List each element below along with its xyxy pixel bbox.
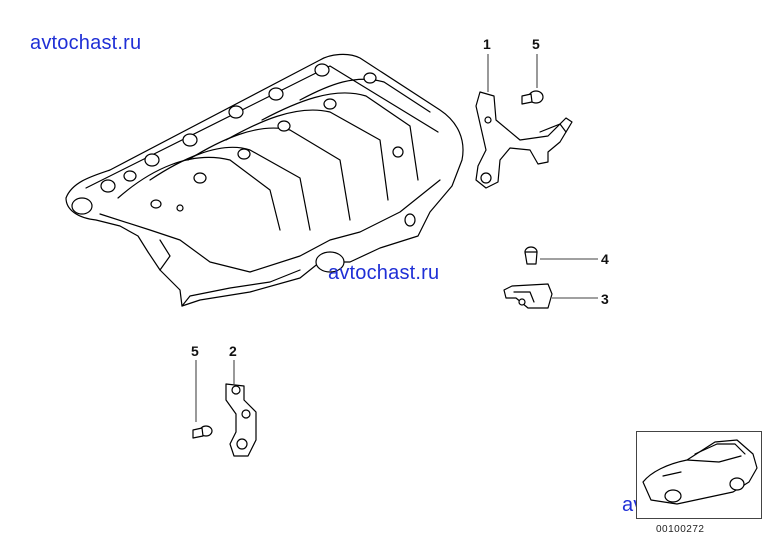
car-silhouette-icon	[642, 439, 758, 505]
callout-3: 3	[601, 291, 609, 307]
watermark-center: avtochast.ru	[328, 262, 440, 284]
vehicle-thumbnail	[636, 431, 762, 519]
intake-manifold-drawing	[65, 53, 464, 307]
callout-2: 2	[229, 343, 237, 359]
bolt-part-5-top-drawing	[521, 54, 544, 105]
bracket-part-2-drawing	[225, 360, 257, 457]
screw-part-4-drawing	[524, 246, 598, 265]
callout-4: 4	[601, 251, 609, 267]
watermark-top-left: avtochast.ru	[30, 32, 142, 54]
bolt-part-5-bottom-drawing	[192, 360, 213, 439]
bracket-part-1-drawing	[475, 54, 573, 189]
callout-1: 1	[483, 36, 491, 52]
callout-5-bottom: 5	[191, 343, 199, 359]
callout-5-top: 5	[532, 36, 540, 52]
clip-part-3-drawing	[503, 283, 598, 309]
diagram-reference-number: 00100272	[656, 524, 705, 535]
